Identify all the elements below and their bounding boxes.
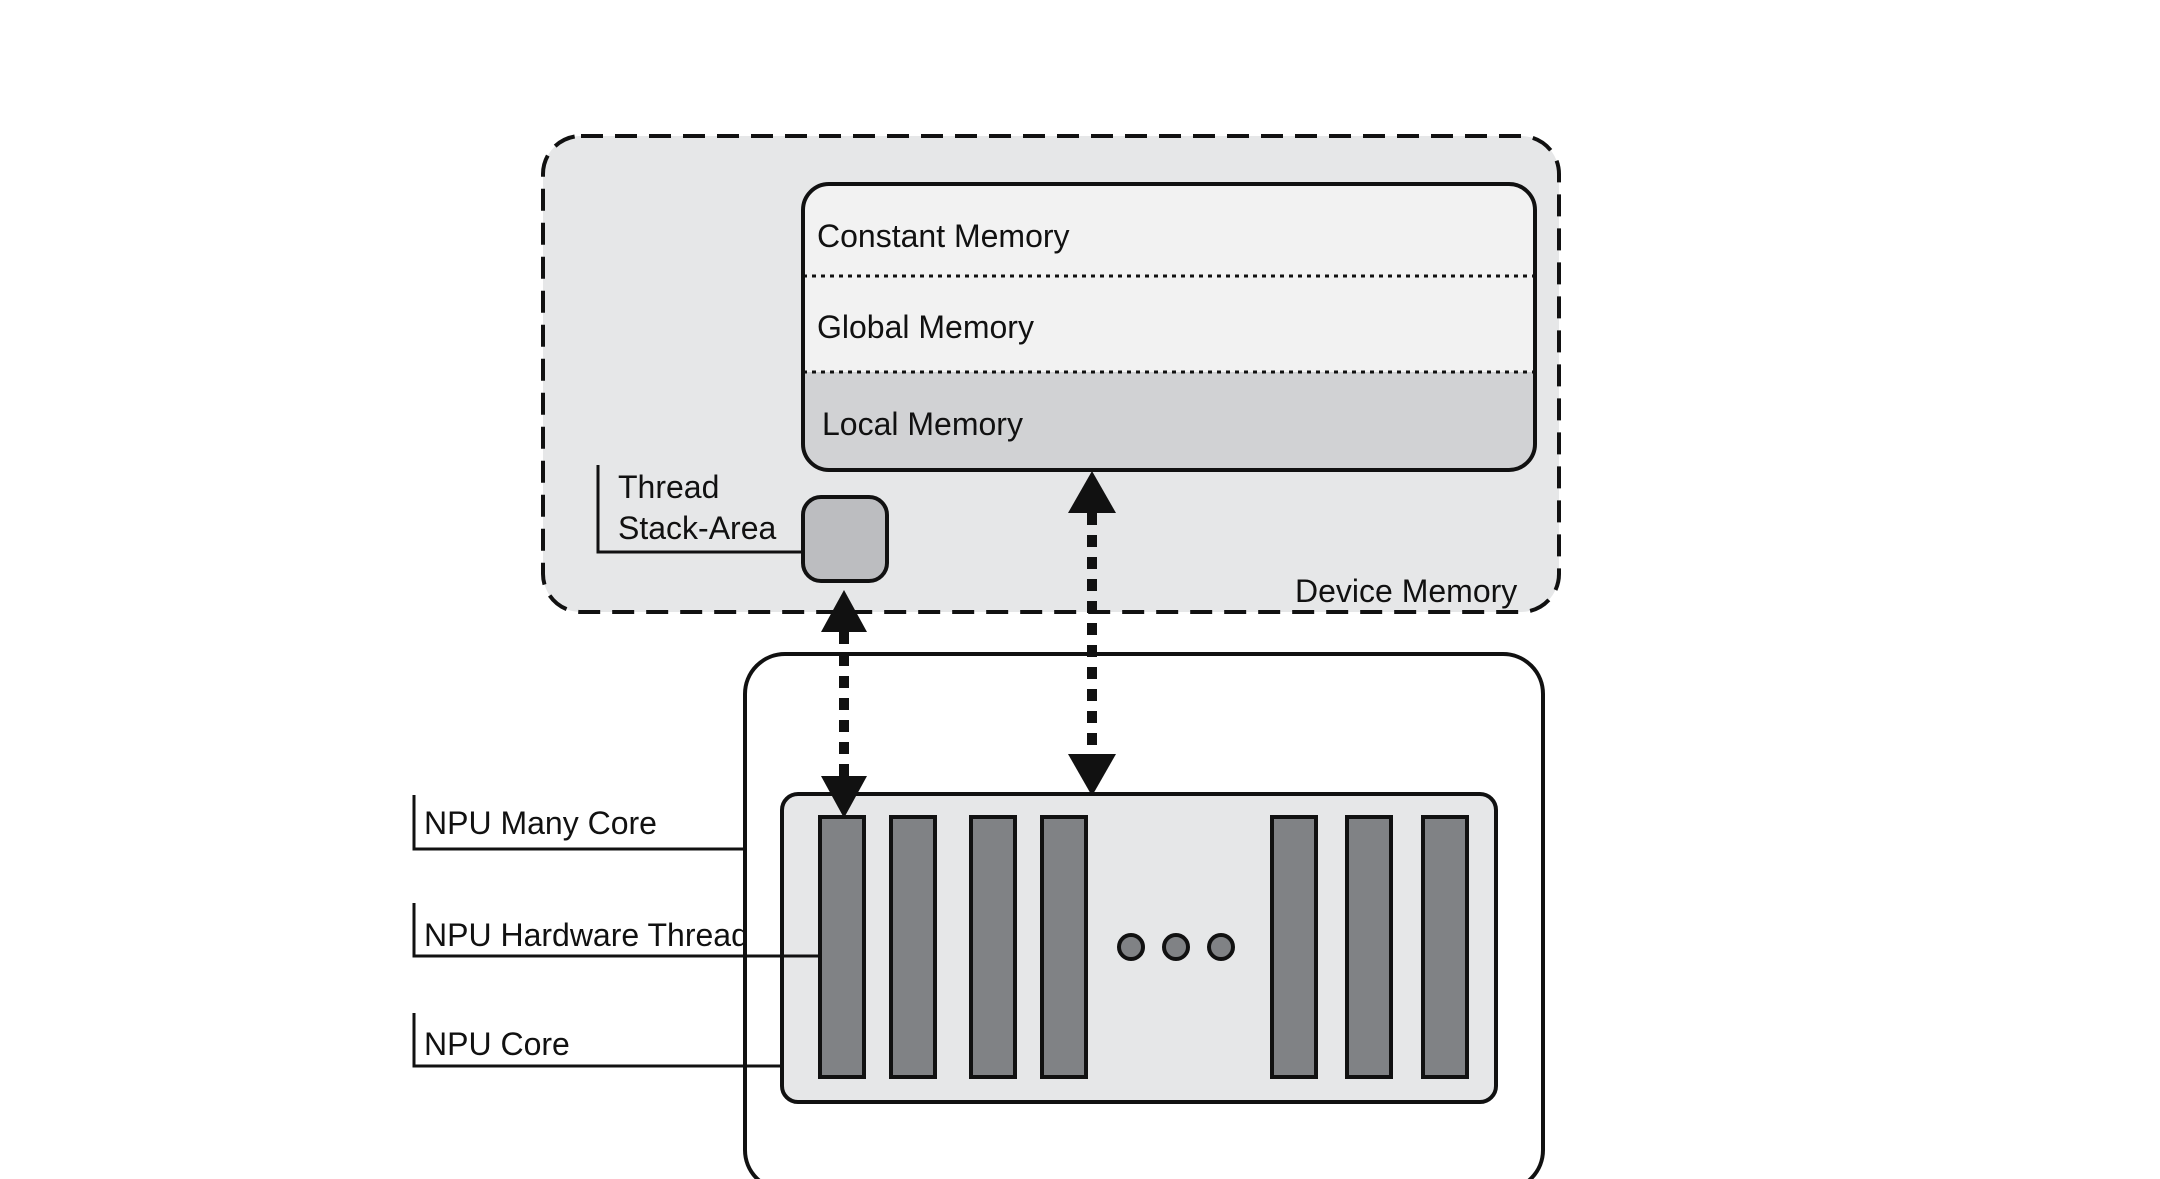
memory-stack-outline [801,182,1537,472]
device-memory-label: Device Memory [1295,573,1517,609]
hardware-thread-bar [1040,815,1088,1079]
npu-many-core-label: NPU Many Core [424,805,657,841]
thread-stack-area-leader [596,465,803,554]
thread-stack-area-label-line2: Stack-Area [618,510,776,546]
constant-memory-label: Constant Memory [817,218,1070,254]
stack-area-access-arrow [821,590,867,818]
hardware-thread-bar [1270,815,1318,1079]
hardware-thread-bar [1345,815,1393,1079]
local-memory-band [803,372,1535,470]
local-memory-access-arrow [1068,471,1116,796]
npu-hardware-thread-leader [412,903,820,958]
npu-core-leader [412,1013,782,1068]
upper-memory-band [803,184,1535,372]
global-memory-label: Global Memory [817,309,1034,345]
memory-stack-box: Constant Memory Global Memory Local Memo… [801,182,1537,472]
npu-core-label: NPU Core [424,1026,570,1062]
hardware-thread-bar [1421,815,1469,1079]
hardware-thread-bar [969,815,1017,1079]
hardware-thread-bar [889,815,937,1079]
ellipsis-dot [1162,933,1190,961]
ellipsis-dot [1117,933,1145,961]
local-memory-label: Local Memory [822,406,1023,442]
thread-stack-area-label-line1: Thread [618,469,719,505]
npu-many-core-leader [412,795,745,851]
ellipsis-dot [1207,933,1235,961]
thread-stack-area-box [801,495,889,583]
npu-hardware-thread-label: NPU Hardware Thread [424,917,749,953]
hardware-thread-bar [818,815,866,1079]
